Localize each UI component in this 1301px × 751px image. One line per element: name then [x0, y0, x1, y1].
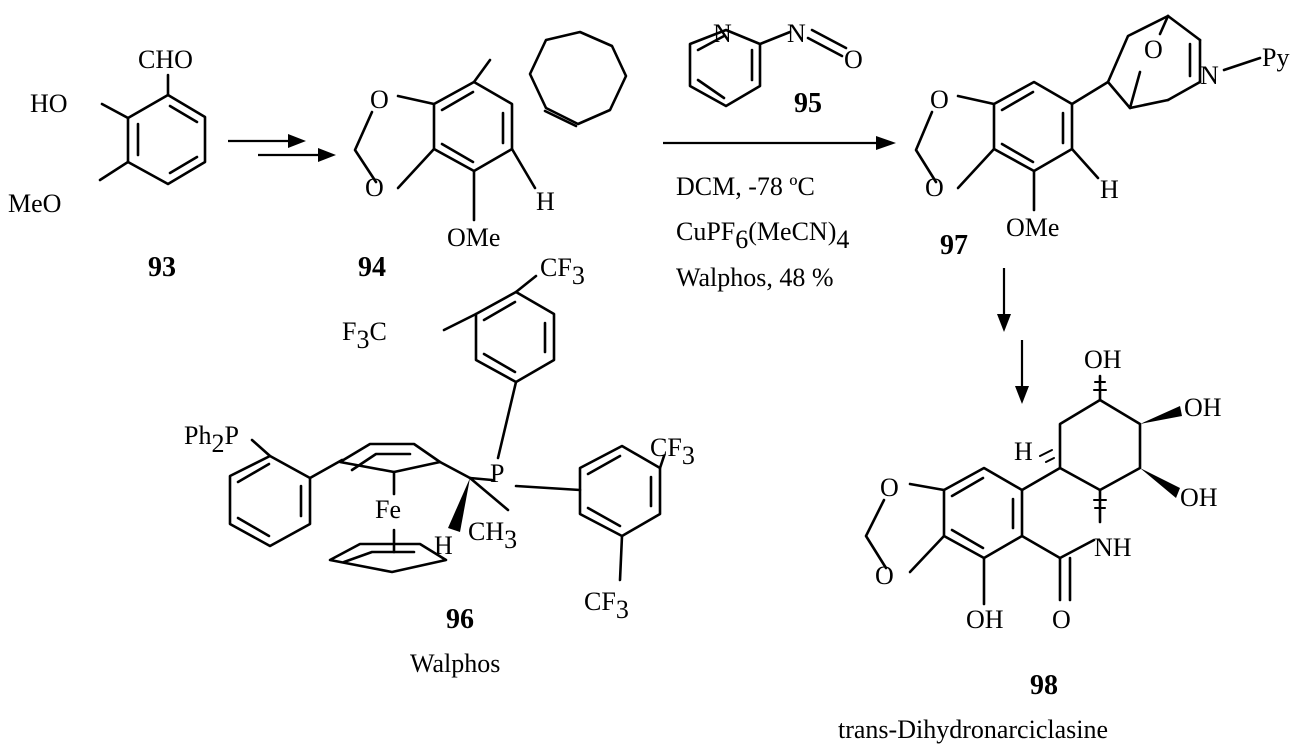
h-label: H	[434, 531, 453, 560]
o-lower-label: O	[925, 173, 944, 202]
oh-lower-right-label: OH	[1180, 483, 1218, 512]
walphos-name: Walphos	[410, 649, 500, 678]
reaction-arrow-main	[663, 136, 896, 150]
f3c-label: F3C	[342, 317, 387, 354]
nh-label: NH	[1094, 533, 1132, 562]
condition-line-1: DCM, -78 ºC	[676, 172, 815, 201]
oh-top-label: OH	[1084, 345, 1122, 374]
meo-label: MeO	[8, 189, 61, 218]
ho-label: HO	[30, 89, 68, 118]
cf3-label-bottom: CF3	[584, 587, 629, 624]
h-label: H	[1100, 175, 1119, 204]
compound-number-98: 98	[1030, 670, 1058, 701]
multi-step-arrow-1	[228, 134, 336, 162]
ome-label: OMe	[1006, 213, 1059, 242]
h-label: H	[1014, 437, 1033, 466]
compound-96: Ph2P Fe P H CH3 F3C CF3 CF3 CF3 96 Walph…	[184, 253, 695, 678]
h-label: H	[536, 187, 555, 216]
nitroso-o-label: O	[844, 45, 863, 74]
condition-line-3: Walphos, 48 %	[676, 263, 834, 292]
nitroso-n-label: N	[787, 19, 806, 48]
ph2p-label: Ph2P	[184, 421, 239, 458]
oh-right-label: OH	[1184, 393, 1222, 422]
compound-93: CHO HO MeO 93	[8, 45, 207, 283]
fe-label: Fe	[375, 495, 401, 524]
compound-number-94: 94	[358, 252, 386, 283]
bridge-o-label: O	[1144, 35, 1163, 64]
ring-n-label: N	[713, 19, 732, 48]
compound-94: O O H OMe 94	[353, 30, 628, 283]
o-upper-label: O	[880, 473, 899, 502]
py-label: Py	[1262, 43, 1289, 72]
p-label: P	[490, 459, 504, 488]
reaction-conditions: DCM, -78 ºC CuPF6(MeCN)4 Walphos, 48 %	[676, 172, 849, 292]
o-lower-label: O	[875, 561, 894, 590]
carbonyl-o-label: O	[1052, 605, 1071, 634]
cf3-label-right: CF3	[650, 433, 695, 470]
compound-98: O O OH OH OH H NH O OH 98 trans-Dihydron…	[838, 345, 1222, 744]
compound-number-93: 93	[148, 252, 176, 283]
compound-number-97: 97	[940, 230, 968, 261]
phenol-oh-label: OH	[966, 605, 1004, 634]
condition-line-2: CuPF6(MeCN)4	[676, 217, 849, 254]
ome-label: OMe	[447, 223, 500, 252]
o-upper-label: O	[370, 85, 389, 114]
compound-number-96: 96	[446, 604, 474, 635]
o-lower-label: O	[365, 173, 384, 202]
cho-label: CHO	[138, 45, 193, 74]
compound-name-98: trans-Dihydronarciclasine	[838, 715, 1108, 744]
o-upper-label: O	[930, 85, 949, 114]
compound-97: O O O N Py H OMe 97	[914, 14, 1289, 261]
ch3-label: CH3	[468, 517, 517, 554]
multi-step-arrow-2	[997, 268, 1029, 404]
bridge-n-label: N	[1200, 61, 1219, 90]
compound-number-95: 95	[794, 88, 822, 119]
compound-95: N N O 95	[688, 19, 863, 119]
cf3-label-top: CF3	[540, 253, 585, 290]
